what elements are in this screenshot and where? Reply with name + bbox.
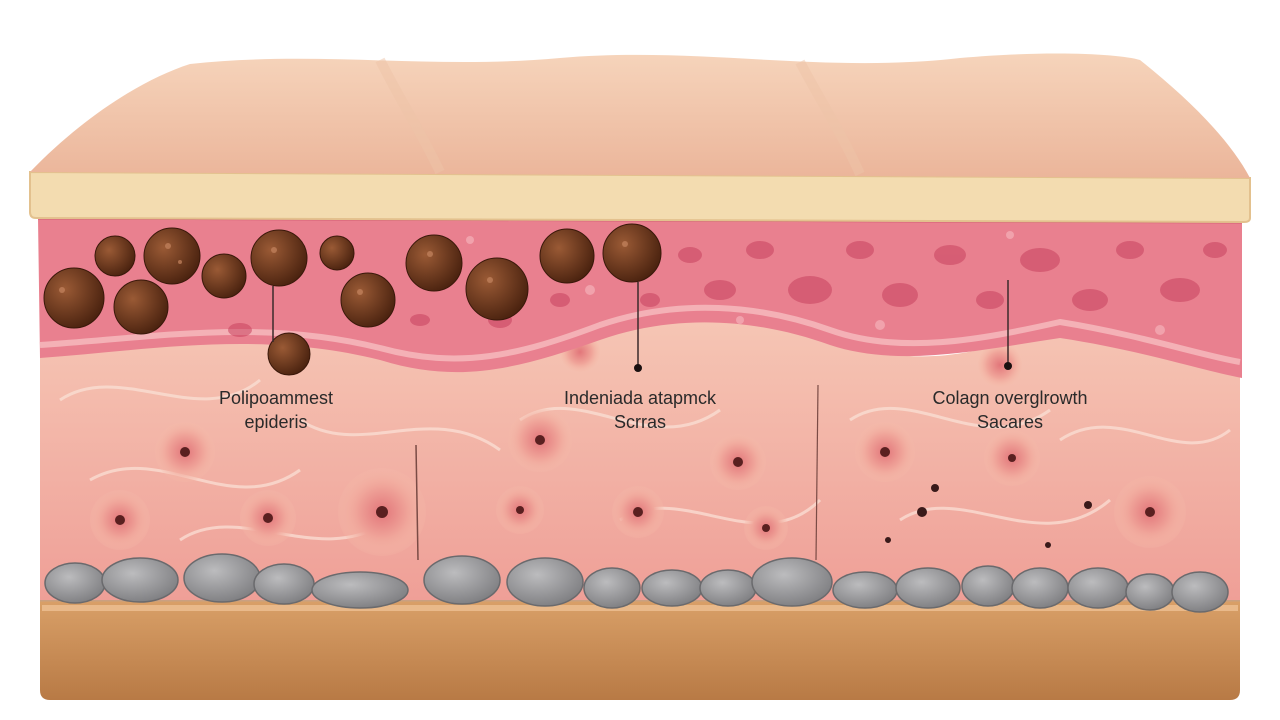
leader-dot <box>634 364 642 372</box>
label-line-1: Indeniada atapmck <box>563 388 717 408</box>
dermal-cells <box>90 332 1186 556</box>
label-line-2: Scrras <box>613 412 666 432</box>
skin-surface <box>30 53 1250 178</box>
leader-dot <box>1004 362 1012 370</box>
stratum-corneum <box>29 170 1251 224</box>
label-line-2: Sacares <box>976 412 1044 432</box>
label-leader-lines <box>272 280 1009 368</box>
fat-cell-row <box>44 553 1229 613</box>
label-line-2: epideris <box>244 412 308 432</box>
dermis-layer <box>40 302 1240 600</box>
label-indented-scars: Indeniada atapmck Scrras <box>530 386 750 434</box>
label-collagen-overgrowth-scars: Colagn overglrowth Sacares <box>895 386 1125 434</box>
label-line-1: Polipoammest <box>218 388 334 408</box>
label-hyperpigmented-epidermis: Polipoammest epideris <box>176 386 376 434</box>
label-line-1: Colagn overglrowth <box>932 388 1088 408</box>
base-layer <box>40 598 1240 700</box>
pigment-granules <box>43 223 662 376</box>
